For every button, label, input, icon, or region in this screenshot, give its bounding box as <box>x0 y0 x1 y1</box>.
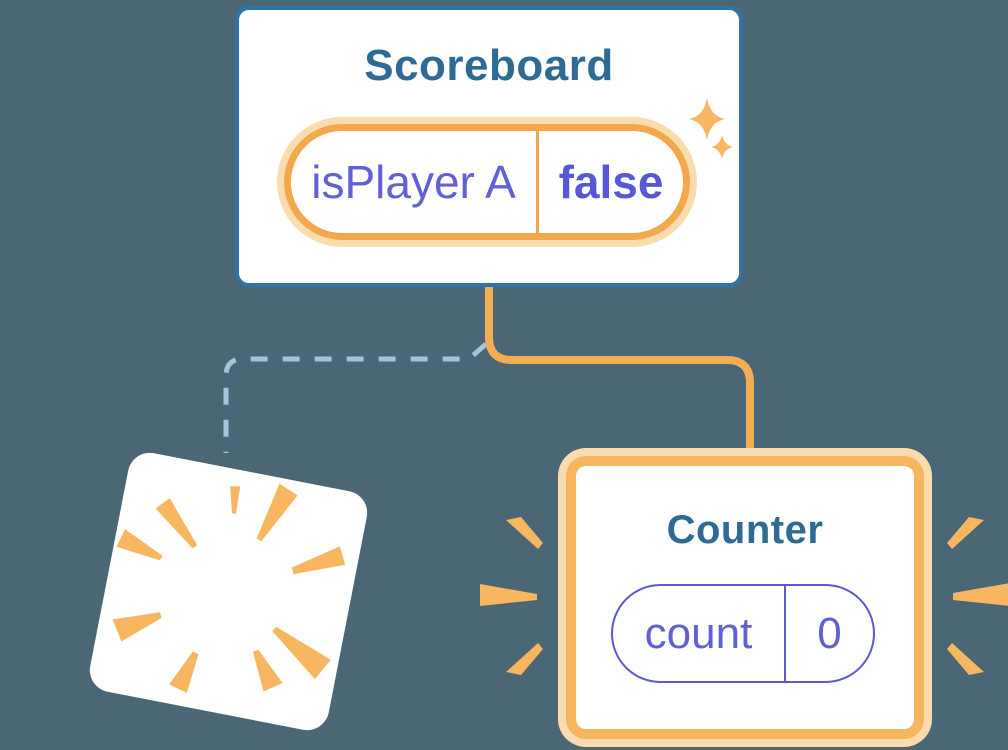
emphasis-burst-icon <box>480 517 543 675</box>
scoreboard-state-pill: isPlayer A false <box>284 124 690 240</box>
dashed-connector-to-destroyed <box>223 342 488 453</box>
state-pill-label-segment: isPlayer A <box>291 131 536 233</box>
state-label: isPlayer A <box>311 156 516 208</box>
count-pill-divider <box>784 586 786 681</box>
scoreboard-component-card: Scoreboard isPlayer A false <box>235 6 743 287</box>
sparkles-icon <box>689 98 733 159</box>
count-value: 0 <box>817 608 842 658</box>
state-pill-value-segment: false <box>539 131 683 233</box>
count-pill-value-segment: 0 <box>786 586 873 681</box>
solid-connector-to-counter <box>485 281 754 458</box>
count-label: count <box>644 608 753 658</box>
state-value: false <box>558 156 664 208</box>
burst-rays-icon <box>112 483 346 693</box>
destroyed-component-card <box>86 449 371 734</box>
counter-component-card: Counter count 0 <box>566 456 924 739</box>
count-pill-label-segment: count <box>613 586 784 681</box>
pill-divider <box>536 131 539 233</box>
counter-state-pill: count 0 <box>611 584 875 683</box>
scoreboard-title: Scoreboard <box>364 41 614 90</box>
emphasis-burst-icon <box>947 517 1008 675</box>
counter-title: Counter <box>666 508 824 552</box>
